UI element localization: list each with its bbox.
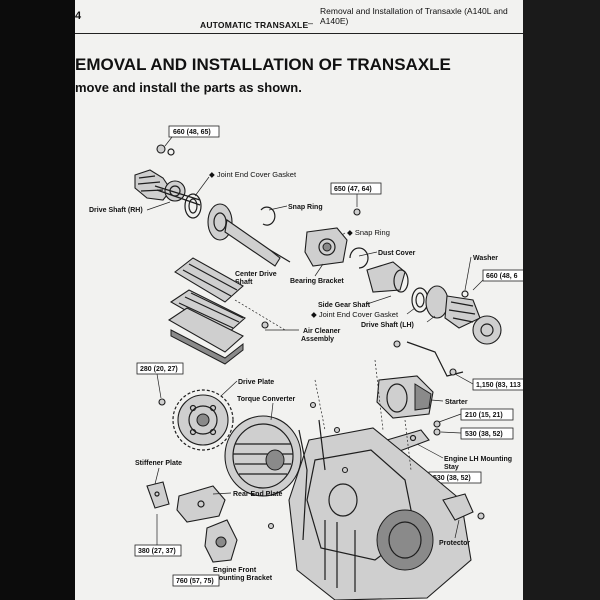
label-side-gear-shaft: Side Gear Shaft: [318, 302, 371, 309]
side-gear-shaft: [366, 261, 409, 293]
air-cleaner-bolt-icon: [261, 321, 269, 329]
right-screen-bezel: [523, 0, 600, 600]
procedure-heading-line1: Removal and Installation of Transaxle (A…: [320, 6, 508, 16]
protector: [442, 493, 474, 521]
label-center-drive-shaft-1: Center Drive: [235, 271, 277, 278]
torque-spec-bottom: 760 (57, 75): [172, 574, 220, 587]
torque-spec-210-text: 210 (15, 21): [465, 412, 503, 419]
label-joint-end-cover-gasket-2: ◆ Joint End Cover Gasket: [311, 310, 399, 319]
protector-bolt-icon: [477, 512, 485, 520]
bolt-icon: [267, 522, 275, 530]
label-air-cleaner-1: Air Cleaner: [303, 328, 341, 335]
exploded-view-diagram: 660 (48, 65) Drive Shaft (RH) ◆ Joint En…: [89, 125, 523, 600]
drive-plate: [172, 389, 234, 451]
torque-spec-280: 280 (20, 27): [136, 362, 184, 406]
header-rule: [75, 33, 523, 34]
label-starter: Starter: [445, 399, 468, 406]
label-stiffener-plate: Stiffener Plate: [135, 460, 182, 467]
engine-front-mounting-bracket: [204, 519, 238, 563]
label-engine-front-1: Engine Front: [213, 567, 257, 574]
joint-end-cover-gasket-top: [184, 193, 202, 219]
transaxle-case: [288, 419, 472, 600]
torque-converter: [224, 415, 302, 497]
procedure-heading-line2: A140E): [320, 16, 349, 26]
label-snap-ring-2: ◆ Snap Ring: [347, 228, 390, 237]
torque-spec-650-text: 650 (47, 64): [334, 186, 372, 193]
label-drive-shaft-lh: Drive Shaft (LH): [361, 322, 414, 329]
torque-spec-660-right-text: 660 (48, 6: [486, 273, 518, 280]
label-air-cleaner-2: Assembly: [301, 336, 334, 343]
procedure-heading: Removal and Installation of Transaxle (A…: [320, 6, 520, 26]
label-dust-cover: Dust Cover: [378, 250, 416, 257]
torque-spec-1150: 1,150 (83, 113: [449, 368, 523, 391]
label-protector: Protector: [439, 540, 470, 547]
manual-page: 4 AUTOMATIC TRANSAXLE – Removal and Inst…: [75, 0, 523, 600]
torque-spec-650: 650 (47, 64): [330, 182, 382, 216]
label-engine-lh-mounting-2: Stay: [444, 464, 459, 471]
center-drive-shaft: [207, 203, 291, 267]
torque-spec-660-top: 660 (48, 65): [164, 125, 220, 147]
torque-spec-280-text: 280 (20, 27): [140, 366, 178, 373]
bolt-icon: [341, 466, 349, 474]
label-center-drive-shaft-2: Shaft: [235, 279, 253, 286]
torque-spec-380-text: 380 (27, 37): [138, 548, 176, 555]
label-snap-ring-1: Snap Ring: [288, 204, 323, 211]
label-torque-converter: Torque Converter: [237, 396, 295, 403]
torque-spec-530-a: 530 (38, 52): [433, 427, 514, 440]
torque-spec-530-b-text: 530 (38, 52): [433, 475, 471, 482]
linkage-bolt-icon: [393, 340, 401, 348]
drive-shaft-lh: [425, 285, 502, 345]
left-screen-bezel: [0, 0, 75, 600]
torque-spec-660-right: 660 (48, 6: [472, 269, 523, 291]
drive-shaft-rh: [134, 169, 201, 206]
torque-spec-380: 380 (27, 37): [134, 514, 182, 557]
page-title: EMOVAL AND INSTALLATION OF TRANSAXLE: [75, 55, 451, 74]
torque-spec-210: 210 (15, 21): [433, 408, 514, 428]
washer-icon: [461, 290, 469, 298]
label-drive-shaft-rh: Drive Shaft (RH): [89, 207, 143, 214]
stiffener-bolt-icon: [154, 491, 160, 497]
label-washer: Washer: [473, 255, 498, 262]
hub-nut: [156, 144, 175, 156]
dust-cover: [349, 247, 369, 269]
label-engine-front-2: Mounting Bracket: [213, 575, 273, 582]
bearing-bracket: [304, 227, 348, 267]
torque-spec-bottom-text: 760 (57, 75): [176, 578, 214, 585]
label-joint-end-cover-gasket-top: ◆ Joint End Cover Gasket: [209, 170, 297, 179]
label-drive-plate: Drive Plate: [238, 379, 274, 386]
snap-ring-1: [260, 206, 276, 226]
header-separator: –: [308, 18, 314, 28]
starter: [376, 375, 434, 419]
stiffener-plate: [146, 481, 170, 509]
page-subtitle: move and install the parts as shown.: [75, 80, 302, 95]
air-cleaner-assembly: [167, 257, 246, 365]
torque-spec-530-a-text: 530 (38, 52): [465, 431, 503, 438]
label-bearing-bracket: Bearing Bracket: [290, 278, 344, 285]
bolt-icon: [309, 401, 317, 409]
bolt-icon: [333, 426, 341, 434]
section-heading: AUTOMATIC TRANSAXLE: [200, 20, 309, 30]
label-engine-lh-mounting-1: Engine LH Mounting: [444, 456, 512, 463]
torque-spec-1150-text: 1,150 (83, 113: [476, 382, 521, 389]
rear-end-plate: [176, 485, 226, 523]
torque-spec-660-top-text: 660 (48, 65): [173, 129, 211, 136]
label-rear-end-plate: Rear End Plate: [233, 491, 283, 498]
page-number: 4: [75, 10, 82, 22]
